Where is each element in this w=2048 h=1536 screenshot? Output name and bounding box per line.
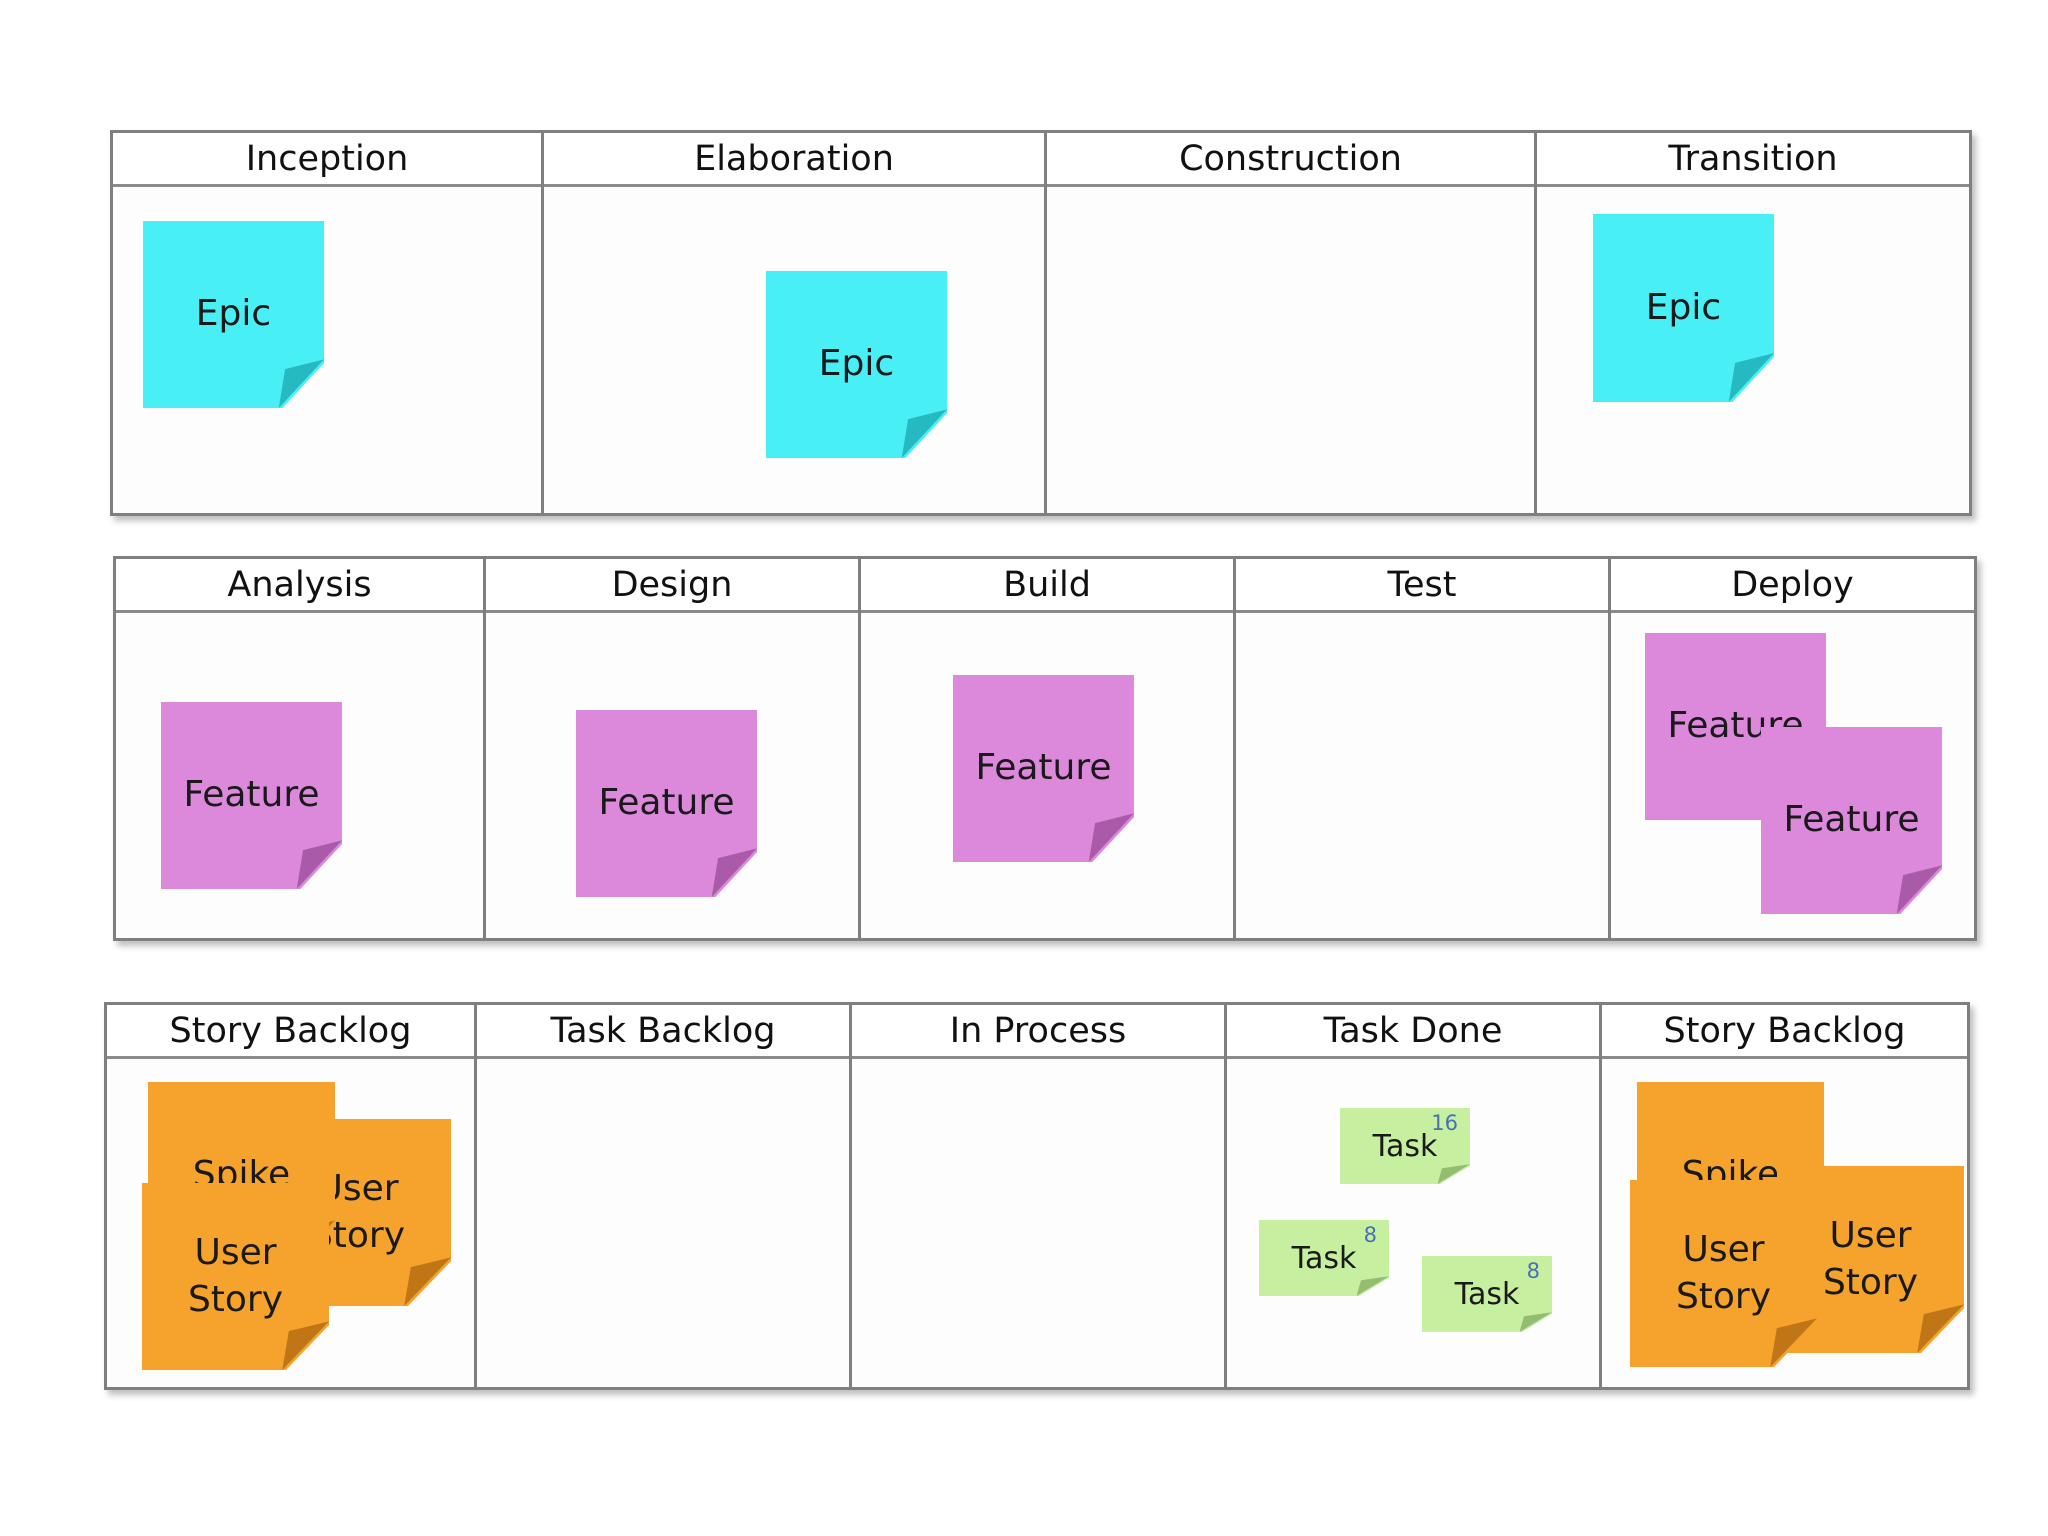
flow-column-deploy: Deploy	[1608, 559, 1974, 938]
feature-note[interactable]: Feature	[161, 702, 342, 889]
feature-note[interactable]: Feature	[953, 675, 1134, 862]
note-label: Task	[1454, 1276, 1520, 1312]
note-label: Feature	[598, 782, 735, 824]
epic-note[interactable]: Epic	[143, 221, 324, 408]
note-label: User Story	[1822, 1214, 1919, 1303]
column-header: Story Backlog	[1602, 1005, 1967, 1059]
user-story-note[interactable]: User Story	[142, 1183, 329, 1370]
note-label: Task	[1372, 1128, 1438, 1164]
phase-column-construction: Construction	[1044, 133, 1534, 513]
user-story-note[interactable]: User Story	[1630, 1180, 1817, 1367]
note-label: Feature	[1783, 799, 1920, 841]
column-header: In Process	[852, 1005, 1224, 1059]
column-header: Task Backlog	[477, 1005, 849, 1059]
phase-column-inception: Inception	[113, 133, 541, 513]
feature-note[interactable]: Feature	[576, 710, 757, 897]
note-label: Epic	[1645, 286, 1722, 328]
column-header: Design	[486, 559, 858, 613]
flow-column-design: Design	[483, 559, 858, 938]
note-label: Feature	[183, 774, 320, 816]
task-note[interactable]: Task 8	[1259, 1220, 1389, 1296]
feature-note[interactable]: Feature	[1761, 727, 1942, 914]
task-points-badge: 8	[1526, 1259, 1540, 1283]
flow-column-test: Test	[1233, 559, 1608, 938]
column-header: Analysis	[116, 559, 483, 613]
note-label: User Story	[187, 1231, 284, 1320]
column-header: Transition	[1537, 133, 1969, 187]
task-column-story-backlog: Story Backlog	[107, 1005, 474, 1387]
task-note[interactable]: Task 8	[1422, 1256, 1552, 1332]
task-column-task-backlog: Task Backlog	[474, 1005, 849, 1387]
task-column-story-done: Story Backlog	[1599, 1005, 1967, 1387]
task-points-badge: 16	[1431, 1111, 1458, 1135]
epic-note[interactable]: Epic	[766, 271, 947, 458]
task-column-in-process: In Process	[849, 1005, 1224, 1387]
task-note[interactable]: Task 16	[1340, 1108, 1470, 1184]
column-header: Story Backlog	[107, 1005, 474, 1059]
note-label: Epic	[195, 293, 272, 335]
column-header: Inception	[113, 133, 541, 187]
note-label: Task	[1291, 1240, 1357, 1276]
note-label: Feature	[975, 747, 1112, 789]
phase-column-elaboration: Elaboration	[541, 133, 1044, 513]
column-header: Test	[1236, 559, 1608, 613]
phase-column-transition: Transition	[1534, 133, 1969, 513]
column-header: Deploy	[1611, 559, 1974, 613]
note-label: User Story	[1675, 1228, 1772, 1317]
task-points-badge: 8	[1363, 1223, 1377, 1247]
column-header: Build	[861, 559, 1233, 613]
epic-note[interactable]: Epic	[1593, 214, 1774, 402]
column-header: Task Done	[1227, 1005, 1599, 1059]
note-label: Epic	[818, 343, 895, 385]
task-column-task-done: Task Done	[1224, 1005, 1599, 1387]
flow-column-analysis: Analysis	[116, 559, 483, 938]
column-header: Elaboration	[544, 133, 1044, 187]
column-header: Construction	[1047, 133, 1534, 187]
flow-column-build: Build	[858, 559, 1233, 938]
